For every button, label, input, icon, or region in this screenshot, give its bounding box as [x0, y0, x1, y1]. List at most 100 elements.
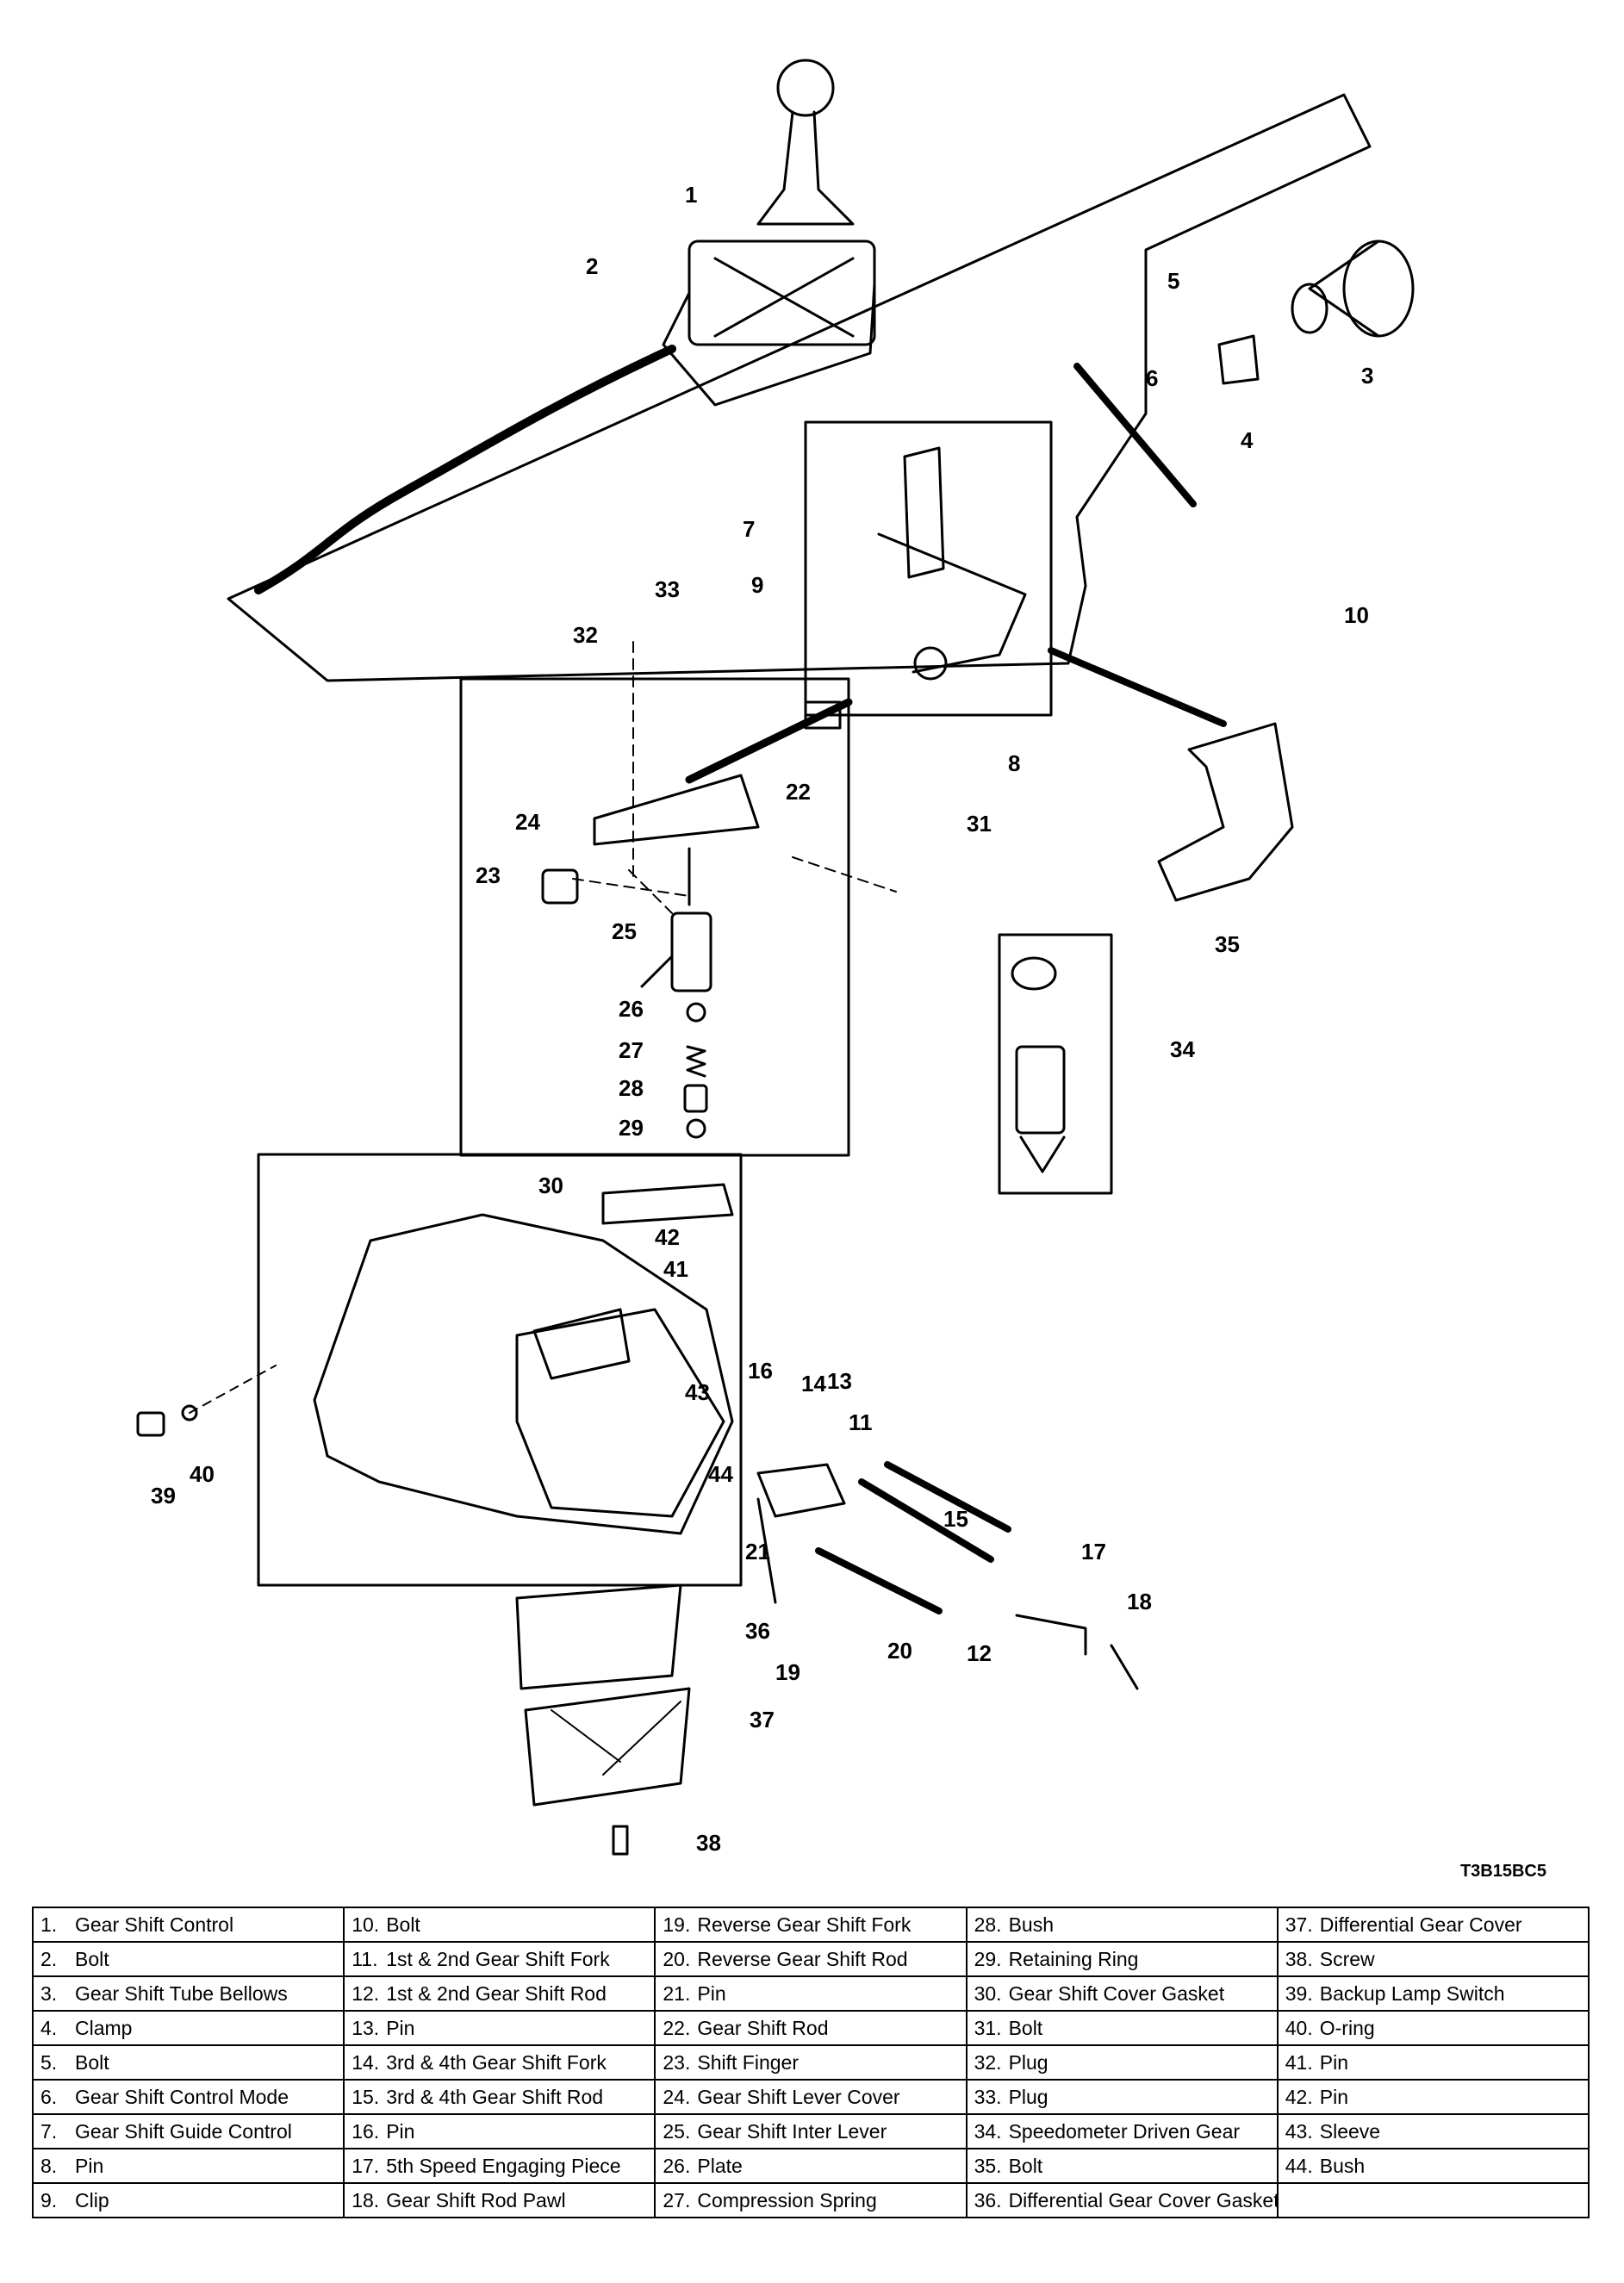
bush-part: [683, 1084, 708, 1113]
legend-cell: 20.Reverse Gear Shift Rod: [654, 1941, 968, 1977]
legend-label: Screw: [1319, 1947, 1375, 1970]
legend-number: 2.: [40, 1947, 58, 1970]
legend-cell: [1276, 2182, 1590, 2218]
legend-cell: 30.Gear Shift Cover Gasket: [965, 1975, 1279, 2012]
legend-number: 42.: [1285, 2085, 1313, 2108]
legend-label: Clip: [75, 2188, 109, 2211]
callout-30: 30: [538, 1173, 563, 1198]
legend-cell: 14.3rd & 4th Gear Shift Fork: [343, 2044, 656, 2081]
callout-31: 31: [967, 811, 992, 837]
legend-number: 22.: [663, 2016, 691, 2039]
legend-number: 12.: [352, 1981, 380, 2005]
callout-21: 21: [745, 1539, 770, 1565]
legend-label: Gear Shift Lever Cover: [697, 2085, 900, 2108]
legend-number: 31.: [974, 2016, 1002, 2039]
legend-number: 36.: [974, 2188, 1002, 2211]
callout-9: 9: [751, 572, 763, 598]
legend-cell: 21.Pin: [654, 1975, 968, 2012]
legend-label: Pin: [386, 2016, 415, 2039]
legend-cell: 28.Bush: [965, 1907, 1279, 1943]
shift-forks-rods: [756, 1461, 1139, 1690]
transmission-case-box: [257, 1153, 743, 1587]
legend-label: Bolt: [386, 1913, 420, 1936]
legend-number: 29.: [974, 1947, 1002, 1970]
callout-15: 15: [943, 1506, 968, 1532]
callout-41: 41: [663, 1256, 688, 1282]
shift-cable-panel: [227, 93, 1372, 682]
legend-label: 1st & 2nd Gear Shift Rod: [386, 1981, 607, 2005]
legend-cell: 2.Bolt: [31, 1941, 345, 1977]
legend-label: Bolt: [1008, 2154, 1043, 2177]
legend-cell: 43.Sleeve: [1276, 2113, 1590, 2149]
speedometer-box: [998, 933, 1113, 1195]
legend-cell: 12.1st & 2nd Gear Shift Rod: [343, 1975, 656, 2012]
legend-number: 34.: [974, 2119, 1002, 2143]
legend-number: 43.: [1285, 2119, 1313, 2143]
guide-control-box: [804, 420, 1053, 717]
legend-number: 10.: [352, 1913, 380, 1936]
callout-29: 29: [619, 1115, 644, 1141]
legend-number: 17.: [352, 2154, 380, 2177]
clamp-part: [1217, 334, 1260, 385]
legend-label: Reverse Gear Shift Rod: [697, 1947, 908, 1970]
callout-43: 43: [685, 1379, 710, 1405]
callout-7: 7: [743, 516, 755, 542]
legend-label: Gear Shift Control: [75, 1913, 234, 1936]
legend-number: 41.: [1285, 2050, 1313, 2074]
legend-number: 19.: [663, 1913, 691, 1936]
legend-number: 30.: [974, 1981, 1002, 2005]
legend-number: 23.: [663, 2050, 691, 2074]
legend-number: 6.: [40, 2085, 58, 2108]
legend-cell: 8.Pin: [31, 2148, 345, 2184]
legend-cell: 26.Plate: [654, 2148, 968, 2184]
legend-label: Gear Shift Guide Control: [75, 2119, 292, 2143]
legend-label: Plug: [1008, 2050, 1048, 2074]
callout-1: 1: [685, 182, 697, 208]
legend-cell: 4.Clamp: [31, 2010, 345, 2046]
diagram-code: T3B15BC5: [1460, 1862, 1546, 1878]
callout-6: 6: [1146, 365, 1158, 391]
legend-cell: 37.Differential Gear Cover: [1276, 1907, 1590, 1943]
legend-number: 21.: [663, 1981, 691, 2005]
legend-label: 3rd & 4th Gear Shift Fork: [386, 2050, 607, 2074]
transmission-case: [313, 1213, 734, 1535]
legend-cell: 29.Retaining Ring: [965, 1941, 1279, 1977]
legend-number: 28.: [974, 1913, 1002, 1936]
legend-number: 35.: [974, 2154, 1002, 2177]
callout-40: 40: [190, 1461, 215, 1487]
legend-label: Plate: [697, 2154, 743, 2177]
callout-12: 12: [967, 1640, 992, 1666]
legend-number: 4.: [40, 2016, 58, 2039]
callout-27: 27: [619, 1037, 644, 1063]
legend-cell: 35. Bolt: [965, 2148, 1279, 2184]
legend-number: 44.: [1285, 2154, 1313, 2177]
callout-33: 33: [655, 576, 680, 602]
legend-number: 25.: [663, 2119, 691, 2143]
inner-shift-box: [459, 677, 850, 1157]
callout-20: 20: [887, 1638, 912, 1664]
legend-label: Gear Shift Cover Gasket: [1008, 1981, 1225, 2005]
callout-39: 39: [151, 1483, 176, 1509]
legend-cell: 41.Pin: [1276, 2044, 1590, 2081]
legend-number: 11.: [352, 1947, 378, 1970]
legend-cell: 6.Gear Shift Control Mode: [31, 2079, 345, 2115]
callout-44: 44: [708, 1461, 733, 1487]
legend-label: O-ring: [1319, 2016, 1375, 2039]
lever-cover-part: [593, 774, 760, 906]
legend-cell: 39.Backup Lamp Switch: [1276, 1975, 1590, 2012]
legend-cell: 5.Bolt: [31, 2044, 345, 2081]
legend-label: Bolt: [75, 2050, 109, 2074]
legend-number: 33.: [974, 2085, 1002, 2108]
callout-16: 16: [748, 1358, 773, 1384]
callout-34: 34: [1170, 1036, 1195, 1062]
legend-number: 16.: [352, 2119, 380, 2143]
backup-switch-part: [136, 1411, 165, 1437]
legend-number: 18.: [352, 2188, 380, 2211]
legend-number: 13.: [352, 2016, 380, 2039]
legend-number: 27.: [663, 2188, 691, 2211]
callout-37: 37: [750, 1707, 775, 1732]
legend-cell: 23.Shift Finger: [654, 2044, 968, 2081]
